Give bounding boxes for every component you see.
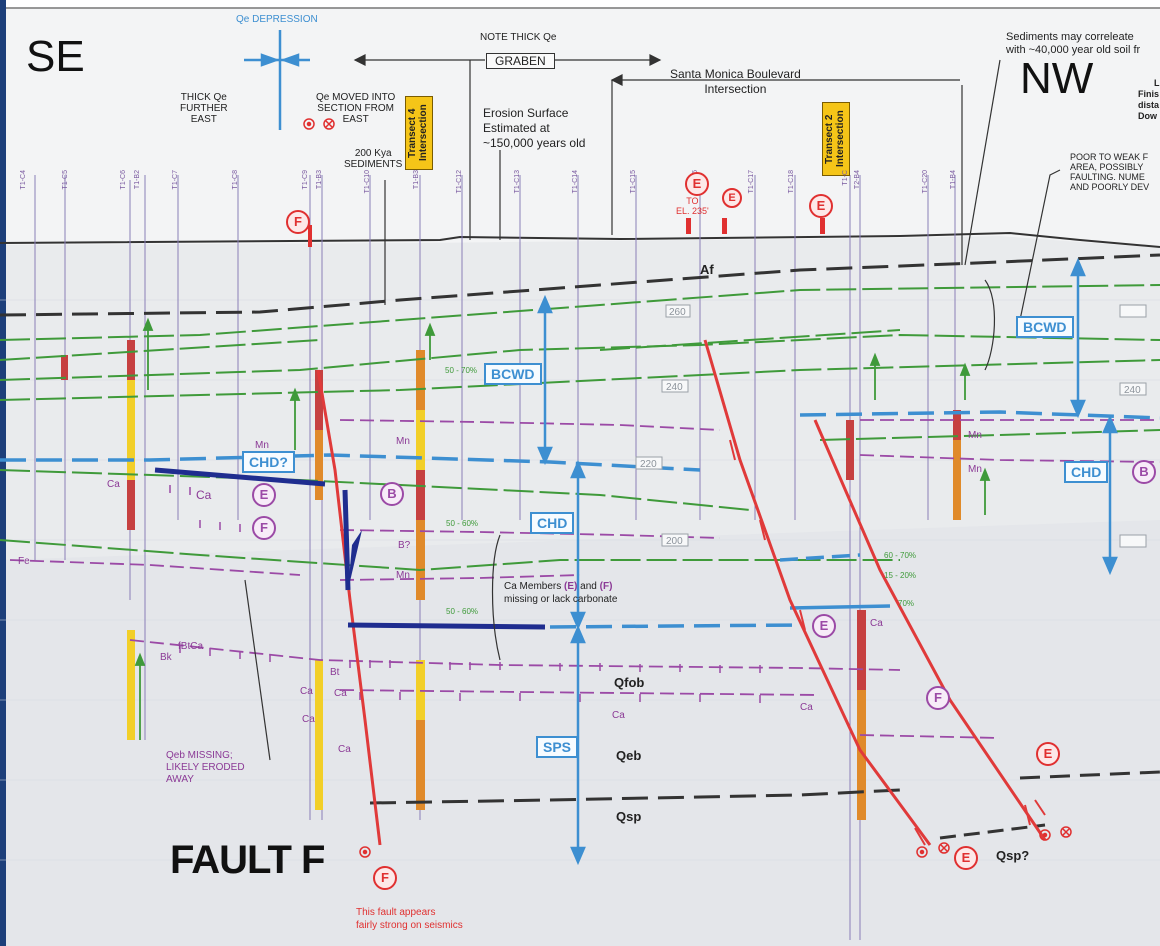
pct-label-4: 60 - 70% — [884, 550, 916, 561]
pct-label-1: 50 - 70% — [445, 365, 477, 376]
chd-question-box: CHD? — [242, 451, 295, 473]
well-label: T1-C5 — [62, 170, 70, 189]
well-label: T1-C15 — [630, 170, 638, 193]
circle-e1-lower-right: E — [1036, 742, 1060, 766]
to-el-note: TO EL. 235' — [676, 196, 709, 216]
label-mn-2: Mn — [396, 436, 410, 447]
ca-members-note: Ca Members (E) and (F) missing or lack c… — [504, 580, 617, 606]
label-fe: Fe — [18, 556, 30, 567]
circle-e1-top-a: E — [722, 188, 742, 208]
label-btca: fBtCa — [178, 641, 203, 652]
chd-box-mid: CHD — [530, 512, 574, 534]
well-label: T1-C9 — [302, 170, 310, 189]
label-ca-5: Ca — [302, 714, 315, 725]
unit-qsp-q-label: Qsp? — [996, 848, 1029, 863]
label-bk: Bk — [160, 652, 172, 663]
note-thick-qe-label: NOTE THICK Qe — [480, 32, 557, 43]
transect-4-tag: Transect 4 Intersection — [405, 96, 433, 170]
well-label: T1-C12 — [456, 170, 464, 193]
unit-af-label: Af — [700, 262, 714, 277]
label-bt: Bt — [330, 667, 339, 678]
well-label: T1-C — [842, 170, 850, 186]
well-label: T1-C8 — [232, 170, 240, 189]
well-label: T1-C4 — [20, 170, 28, 189]
label-ca-3: Ca — [300, 686, 313, 697]
erosion-surface-note: Erosion Surface Estimated at ~150,000 ye… — [483, 106, 585, 151]
label-ca-2: Ca — [196, 490, 211, 501]
qe-moved-note: Qe MOVED INTO SECTION FROM EAST — [316, 92, 395, 125]
well-label: T1-C6 — [120, 170, 128, 189]
well-label: T1-B3 — [316, 170, 324, 189]
poor-to-weak-note: POOR TO WEAK F AREA, POSSIBLY FAULTING. … — [1070, 152, 1149, 192]
label-ca-6: Ca — [338, 744, 351, 755]
label-mn-1: Mn — [255, 440, 269, 451]
well-label: T1-C13 — [514, 170, 522, 193]
circle-f-bottom: F — [373, 866, 397, 890]
pct-label-5: 15 - 20% — [884, 570, 916, 581]
unit-qeb-label: Qeb — [616, 748, 641, 763]
sediments-correlate-note: Sediments may correleate with ~40,000 ye… — [1006, 31, 1140, 57]
circle-f-top: F — [286, 210, 310, 234]
well-label: T1-B2 — [134, 170, 142, 189]
pct-label-6: 70% — [898, 598, 914, 609]
circle-f-mid-left: F — [252, 516, 276, 540]
well-label: T1-C20 — [922, 170, 930, 193]
se-label: SE — [26, 32, 85, 82]
svg-text:240: 240 — [1124, 385, 1141, 396]
well-label: T1-C17 — [748, 170, 756, 193]
well-label: T2-B4 — [854, 170, 862, 189]
chd-box-right: CHD — [1064, 461, 1108, 483]
well-label: T1-B4 — [950, 170, 958, 189]
fault-note: This fault appears fairly strong on seis… — [356, 906, 463, 932]
circle-e-mid-left: E — [252, 483, 276, 507]
well-label: T1-C7 — [172, 170, 180, 189]
circle-e1-top-b: E — [809, 194, 833, 218]
nw-label: NW — [1020, 54, 1093, 104]
bcwd-box-right: BCWD — [1016, 316, 1074, 338]
bcwd-box-left: BCWD — [484, 363, 542, 385]
pct-label-2: 50 - 60% — [446, 518, 478, 529]
qeb-missing-note: Qeb MISSING; LIKELY ERODED AWAY — [166, 750, 245, 786]
circle-b-mid: B — [380, 482, 404, 506]
circle-f-lower: F — [926, 686, 950, 710]
label-b-q: B? — [398, 540, 410, 551]
svg-text:260: 260 — [669, 307, 686, 318]
circle-e-top: E — [685, 172, 709, 196]
well-label: T1-C18 — [788, 170, 796, 193]
transect-2-tag: Transect 2 Intersection — [822, 102, 850, 176]
circle-b-right: B — [1132, 460, 1156, 484]
santa-monica-label: Santa Monica Boulevard Intersection — [670, 67, 801, 97]
graben-label: GRABEN — [486, 53, 555, 69]
label-mn-5: Mn — [968, 464, 982, 475]
qe-depression-label: Qe DEPRESSION — [236, 14, 318, 25]
label-ca-7: Ca — [612, 710, 625, 721]
well-label: T1-C10 — [364, 170, 372, 193]
unit-qfob-label: Qfob — [614, 675, 644, 690]
label-mn-3: Mn — [396, 570, 410, 581]
svg-text:240: 240 — [666, 382, 683, 393]
thick-qe-note: THICK Qe FURTHER EAST — [180, 92, 228, 125]
well-label: T1-B3 — [413, 170, 421, 189]
unit-qsp-label: Qsp — [616, 809, 641, 824]
label-ca-4: Ca — [334, 688, 347, 699]
label-ca-1: Ca — [107, 479, 120, 490]
label-mn-4: Mn — [968, 430, 982, 441]
svg-text:200: 200 — [666, 536, 683, 547]
circle-e-lower: E — [812, 614, 836, 638]
pct-label-3: 50 - 60% — [446, 606, 478, 617]
fault-f-label: FAULT F — [170, 838, 324, 883]
sps-box: SPS — [536, 736, 578, 758]
label-ca-9: Ca — [800, 702, 813, 713]
label-ca-8: Ca — [870, 618, 883, 629]
svg-text:220: 220 — [640, 459, 657, 470]
sediments-200-note: 200 Kya SEDIMENTS — [344, 148, 402, 170]
circle-e1-bottom: E — [954, 846, 978, 870]
right-cut-note: L Finis dista Dow — [1138, 78, 1160, 122]
well-label: T1-C14 — [572, 170, 580, 193]
